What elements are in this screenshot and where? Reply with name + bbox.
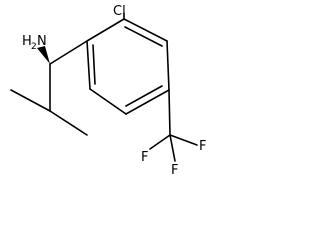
amine-h-label: H (22, 34, 32, 49)
fluorine-right-label: F (199, 139, 206, 154)
fluorine-left-label: F (141, 150, 148, 165)
amine-subscript-label: 2 (31, 42, 37, 52)
ring-double-bond-1 (124, 26, 163, 47)
amine-n-label: N (37, 34, 47, 49)
wedge-bond-to-amine (37, 46, 50, 64)
ring-bond-1 (123, 18, 168, 42)
ring-bond-6 (86, 18, 125, 42)
bond-ring-to-cf3 (168, 89, 171, 136)
bond-isopropyl-methyl-right (49, 110, 88, 136)
ring-bond-2 (166, 40, 170, 91)
bond-ring-to-stereocenter (49, 40, 88, 65)
bond-cf3-to-f-left (149, 134, 171, 150)
ring-double-bond-3 (92, 44, 96, 85)
ring-bond-4 (89, 88, 127, 115)
bond-cf3-to-f-bottom (169, 134, 176, 162)
fluorine-bottom-label: F (171, 163, 178, 178)
bond-cf3-to-f-right (169, 134, 198, 146)
ring-bond-3 (125, 89, 170, 115)
chemical-structure: Cl F F F H 2 N (10, 4, 206, 178)
ring-bond-5 (86, 40, 91, 90)
ring-double-bond-2 (125, 85, 163, 107)
bond-isopropyl-methyl-left (10, 89, 51, 112)
benzene-ring (86, 18, 170, 115)
chlorine-label: Cl (113, 4, 126, 19)
